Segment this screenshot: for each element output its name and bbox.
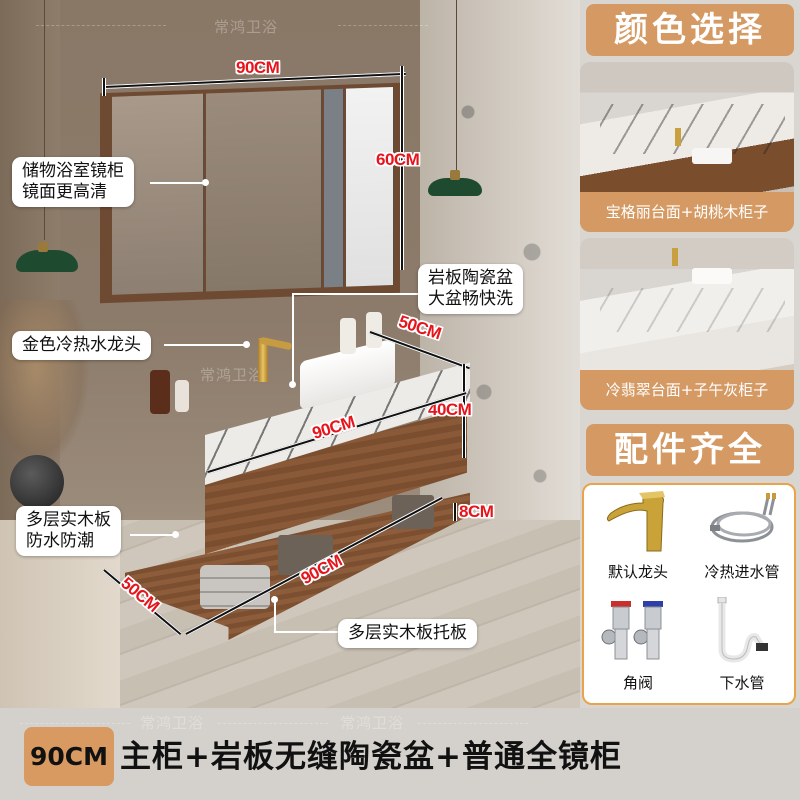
callout-leader (292, 293, 420, 295)
callout-dot (172, 531, 179, 538)
mirror-cabinet (100, 82, 400, 304)
lamp-cord (456, 0, 457, 170)
soap-bottle (150, 370, 170, 414)
watermark-line (218, 723, 328, 724)
mirror-door (324, 88, 344, 288)
hose-icon (704, 491, 780, 553)
pendant-lamp-icon (428, 170, 482, 196)
options-column: 颜色选择 宝格丽台面+胡桃木柜子 冷翡翠台面+子午灰柜子 配件齐全 默认龙头 (580, 0, 800, 708)
diffuser-bottle (175, 380, 189, 412)
product-spec-bar: 常鸿卫浴 常鸿卫浴 90CM 主柜+岩板无缝陶瓷盆+普通全镜柜 (0, 708, 800, 800)
accessory-label: 下水管 (719, 674, 765, 692)
color-option-walnut[interactable]: 宝格丽台面+胡桃木柜子 (580, 62, 794, 232)
marble-texture (600, 104, 785, 154)
mirror-door (206, 89, 322, 292)
cabinet-material-callout: 多层实木板 防水防潮 (16, 506, 121, 556)
faucet-icon (603, 491, 673, 553)
dimension-line (400, 72, 404, 270)
callout-leader (150, 182, 206, 184)
basin-thumbnail (692, 268, 732, 284)
basin-callout: 岩板陶瓷盆 大盆畅快洗 (418, 264, 523, 314)
callout-leader (164, 344, 246, 346)
callout-line: 镜面更高清 (22, 182, 107, 202)
callout-line: 大盆畅快洗 (428, 289, 513, 309)
dimension-tick (102, 78, 106, 96)
pampas-grass-decor (0, 300, 90, 470)
counter-height-label: 40CM (428, 400, 472, 419)
accessories-header: 配件齐全 (586, 424, 794, 476)
faucet-thumbnail (672, 248, 678, 266)
accessory-drain-pipe: 下水管 (690, 596, 794, 702)
callout-line: 岩板陶瓷盆 (428, 268, 513, 288)
pendant-lamp-icon (16, 242, 78, 272)
shelf-callout: 多层实木板托板 (338, 619, 477, 648)
callout-leader (130, 534, 176, 536)
accessory-label: 冷热进水管 (704, 563, 780, 581)
mirror-width-label: 90CM (236, 58, 280, 77)
lamp-cord (44, 0, 45, 240)
watermark: 常鸿卫浴 (140, 714, 205, 732)
callout-line: 储物浴室镜柜 (22, 161, 124, 181)
callout-dot (271, 596, 278, 603)
gold-faucet (258, 338, 268, 382)
dimension-line (462, 364, 466, 458)
color-option-label: 冷翡翠台面+子午灰柜子 (580, 370, 794, 410)
faucet-callout: 金色冷热水龙头 (12, 331, 151, 360)
callout-leader (274, 631, 340, 633)
mirror-height-label: 60CM (376, 150, 420, 169)
color-selection-header: 颜色选择 (586, 4, 794, 56)
vase (10, 455, 64, 509)
marble-texture (600, 288, 785, 332)
mirror-cabinet-callout: 储物浴室镜柜 镜面更高清 (12, 157, 134, 207)
callout-leader (274, 600, 276, 632)
accessory-hose: 冷热进水管 (690, 491, 794, 601)
color-option-label: 宝格丽台面+胡桃木柜子 (580, 192, 794, 232)
callout-line: 多层实木板 (26, 510, 111, 530)
watermark-line (338, 25, 428, 26)
callout-dot (202, 179, 209, 186)
dimension-line (453, 503, 457, 521)
watermark-line (36, 25, 166, 26)
soap-bottle (366, 312, 382, 348)
watermark: 常鸿卫浴 (214, 18, 279, 36)
folded-towels (200, 565, 270, 609)
callout-dot (243, 341, 250, 348)
product-description: 主柜+岩板无缝陶瓷盆+普通全镜柜 (120, 739, 622, 775)
accessory-angle-valve: 角阀 (586, 597, 690, 702)
mirror-door (346, 86, 394, 287)
callout-dot (289, 381, 296, 388)
accessory-label: 默认龙头 (607, 563, 668, 581)
drain-pipe-icon (712, 596, 772, 663)
accessory-faucet: 默认龙头 (586, 491, 690, 601)
angle-valve-icon (601, 597, 675, 663)
watermark: 常鸿卫浴 (340, 714, 405, 732)
watermark: 常鸿卫浴 (200, 366, 265, 384)
size-badge: 90CM (24, 727, 114, 786)
watermark-line (418, 723, 528, 724)
shelf-thickness-label: 8CM (459, 502, 494, 521)
callout-line: 防水防潮 (26, 531, 94, 551)
faucet-thumbnail (675, 128, 681, 146)
basin-thumbnail (692, 148, 732, 164)
accessories-panel: 默认龙头 冷热进水管 (582, 483, 796, 705)
color-option-grey[interactable]: 冷翡翠台面+子午灰柜子 (580, 238, 794, 410)
watermark-line (20, 723, 130, 724)
callout-leader (292, 293, 294, 383)
product-scene: 常鸿卫浴 常鸿卫浴 常鸿卫浴 常鸿卫浴 90CM 60CM 50CM 40CM … (0, 0, 580, 708)
soap-bottle (340, 318, 356, 354)
accessory-label: 角阀 (622, 674, 653, 692)
